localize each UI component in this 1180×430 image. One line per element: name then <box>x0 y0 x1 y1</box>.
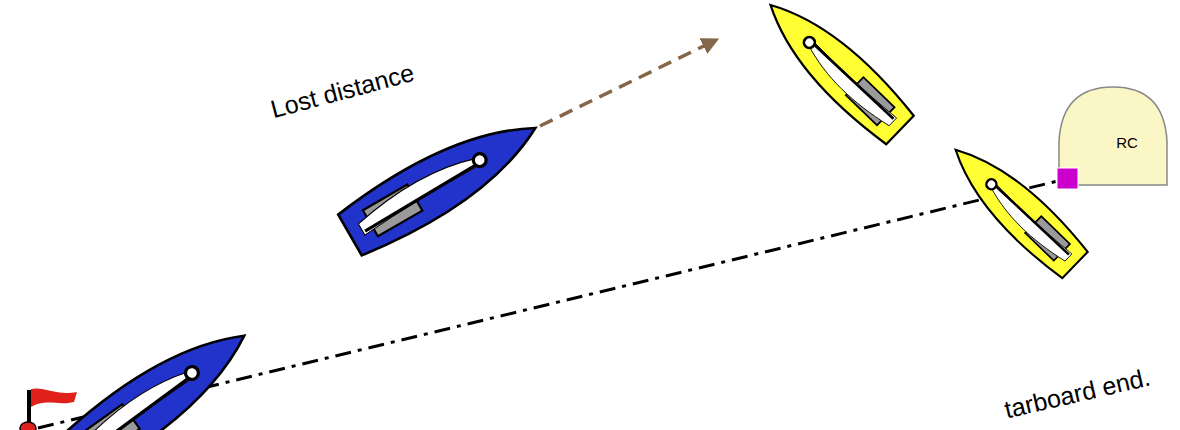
committee-boat-outline <box>1056 84 1170 188</box>
blue-boat <box>53 312 261 430</box>
committee-boat: RC <box>1056 84 1170 188</box>
committee-boat-hull <box>1059 87 1167 185</box>
lost-distance-arrow <box>540 40 716 126</box>
yellow-boat <box>754 0 917 147</box>
annotation-text: Lost distance <box>268 60 417 122</box>
boat-label: RC <box>1116 134 1138 151</box>
pin-flag <box>20 388 77 430</box>
caption-fragment: tarboard end. <box>1002 365 1153 423</box>
start-mark-flag <box>1057 168 1078 189</box>
blue-boat <box>336 103 550 260</box>
